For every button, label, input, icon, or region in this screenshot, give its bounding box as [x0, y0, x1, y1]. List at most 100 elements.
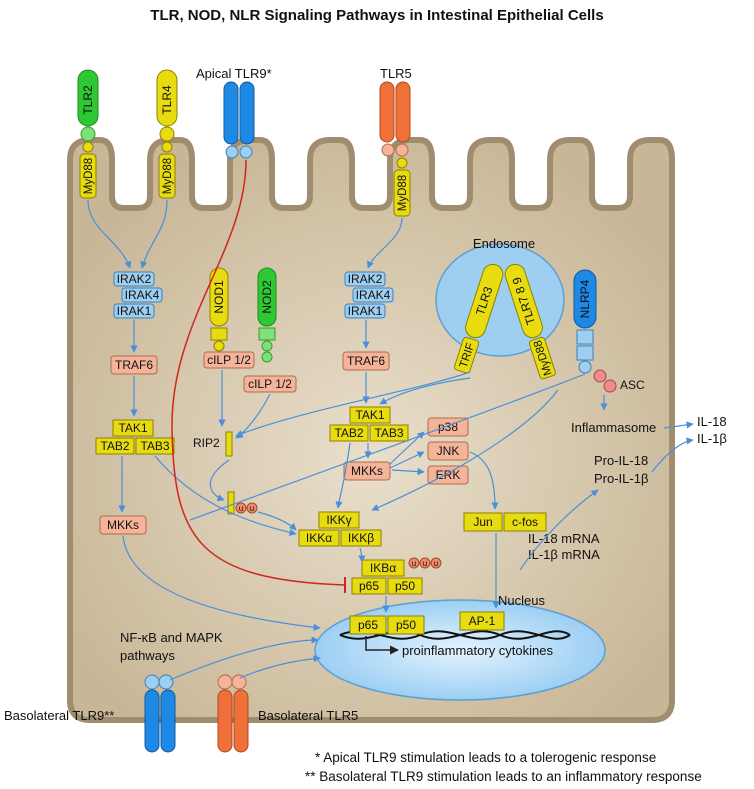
basolateral-tlr9-receptor: Basolateral TLR9** — [4, 674, 176, 753]
il18-mrna-label: IL-18 mRNA — [528, 531, 600, 546]
svg-text:NOD1: NOD1 — [212, 280, 226, 314]
tlr4-myd88: MyD88 — [162, 158, 174, 194]
svg-text:TAK1: TAK1 — [118, 421, 147, 435]
apical-tlr9-receptor: Apical TLR9* — [196, 66, 272, 159]
nod2-receptor: NOD2 — [257, 267, 277, 363]
svg-text:IKBα: IKBα — [370, 561, 396, 575]
right-tak1-complex: TAK1 TAB2 TAB3 — [329, 406, 409, 442]
svg-text:u: u — [239, 504, 243, 513]
svg-text:cILP 1/2: cILP 1/2 — [248, 377, 292, 391]
svg-text:IRAK4: IRAK4 — [356, 288, 391, 302]
basolateral-tlr5-receptor: Basolateral TLR5 — [217, 674, 358, 753]
rip2-ubiquitin: u u — [235, 502, 258, 514]
tlr2-myd88: MyD88 — [83, 158, 95, 194]
transcription-arrow — [365, 636, 399, 655]
svg-text:IRAK1: IRAK1 — [117, 304, 152, 318]
svg-text:ERK: ERK — [436, 468, 461, 482]
ikk-complex: IKKγ IKKα IKKβ — [298, 511, 382, 547]
cytokines-label: proinflammatory cytokines — [402, 643, 553, 658]
svg-text:p38: p38 — [438, 420, 458, 434]
svg-text:TLR2: TLR2 — [81, 85, 95, 115]
nucleus-label: Nucleus — [498, 593, 545, 608]
rip2-ub-bar — [227, 491, 235, 515]
svg-text:TAB2: TAB2 — [334, 426, 363, 440]
ikba-complex: IKBα u u u p65 p50 — [351, 557, 442, 595]
tlr2-receptor: TLR2 MyD88 — [77, 69, 99, 199]
right-irak-stack: IRAK2 IRAK4 IRAK1 — [344, 271, 394, 319]
svg-text:MKKs: MKKs — [351, 464, 383, 478]
tlr4-receptor: TLR4 MyD88 — [156, 69, 178, 199]
tlr3-receptor: TLR3 TRIF — [453, 263, 504, 374]
svg-text:ASC: ASC — [620, 378, 645, 392]
svg-text:u: u — [434, 559, 438, 568]
svg-text:u: u — [250, 504, 254, 513]
svg-text:p50: p50 — [395, 579, 415, 593]
svg-text:Jun: Jun — [473, 515, 492, 529]
svg-text:IKKα: IKKα — [306, 531, 332, 545]
pro-il18-label: Pro-IL-18 — [594, 453, 648, 468]
svg-text:TAB2: TAB2 — [100, 439, 129, 453]
svg-text:MKKs: MKKs — [107, 518, 139, 532]
footnote-1: * Apical TLR9 stimulation leads to a tol… — [315, 750, 656, 765]
svg-text:IRAK2: IRAK2 — [117, 272, 152, 286]
jun-cfos: Jun c-fos — [463, 512, 547, 532]
svg-text:p65: p65 — [359, 579, 379, 593]
left-mkks — [99, 515, 147, 535]
nod1-receptor: NOD1 — [209, 267, 229, 352]
svg-text:c-fos: c-fos — [512, 515, 538, 529]
svg-text:IKKβ: IKKβ — [348, 531, 374, 545]
pathways-label-2: pathways — [120, 648, 175, 663]
svg-text:TRAF6: TRAF6 — [347, 354, 385, 368]
left-irak-stack: IRAK2 IRAK4 IRAK1 — [113, 271, 163, 319]
svg-text:IRAK4: IRAK4 — [125, 288, 160, 302]
svg-text:NLRP4: NLRP4 — [578, 279, 592, 318]
svg-text:p50: p50 — [396, 618, 416, 632]
tlr5-label: TLR5 — [380, 66, 412, 81]
svg-text:TAB3: TAB3 — [374, 426, 403, 440]
svg-text:IRAK2: IRAK2 — [348, 272, 383, 286]
asc: ASC — [593, 369, 645, 393]
svg-text:u: u — [423, 559, 427, 568]
nuclear-ap1 — [459, 611, 505, 631]
il18-label: IL-18 — [697, 414, 727, 429]
tlr5-myd88: MyD88 — [397, 175, 409, 211]
erk — [427, 465, 469, 485]
pathways-label-1: NF-κB and MAPK — [120, 630, 223, 645]
svg-text:p65: p65 — [358, 618, 378, 632]
basolateral-tlr5-label: Basolateral TLR5 — [258, 708, 358, 723]
svg-text:IRAK1: IRAK1 — [348, 304, 383, 318]
inflammasome-label: Inflammasome — [571, 420, 656, 435]
svg-text:JNK: JNK — [437, 444, 460, 458]
il1b-mrna-label: IL-1β mRNA — [528, 547, 600, 562]
svg-text:TAK1: TAK1 — [355, 408, 384, 422]
jnk — [427, 441, 469, 461]
svg-text:TLR4: TLR4 — [160, 85, 174, 115]
apical-tlr9-inhibition — [171, 159, 346, 593]
diagram-title: TLR, NOD, NLR Signaling Pathways in Inte… — [150, 7, 603, 24]
svg-text:AP-1: AP-1 — [469, 614, 496, 628]
footnote-2: ** Basolateral TLR9 stimulation leads to… — [305, 769, 702, 784]
dna-strand-2 — [339, 630, 571, 640]
endosome-label: Endosome — [473, 236, 535, 251]
nuclear-nfkb: p65 p50 — [349, 615, 425, 635]
svg-text:NOD2: NOD2 — [260, 280, 274, 314]
svg-text:u: u — [412, 559, 416, 568]
pathway-arrows — [87, 199, 694, 681]
tlr5-receptor: MyD88 TLR5 — [379, 66, 412, 217]
svg-text:TAB3: TAB3 — [140, 439, 169, 453]
pro-il1b-label: Pro-IL-1β — [594, 471, 648, 486]
nod2-cilp — [243, 375, 297, 393]
left-tak1-complex: TAK1 TAB2 TAB3 — [95, 419, 175, 455]
svg-text:TRAF6: TRAF6 — [115, 358, 153, 372]
right-mkks — [343, 461, 391, 481]
basolateral-tlr9-label: Basolateral TLR9** — [4, 708, 114, 723]
nod1-cilp — [203, 351, 255, 369]
apical-tlr9-label: Apical TLR9* — [196, 66, 272, 81]
il1b-label: IL-1β — [697, 431, 727, 446]
right-traf6 — [342, 351, 390, 371]
rip2-bar — [225, 431, 233, 457]
rip2-label: RIP2 — [193, 436, 220, 450]
svg-text:IKKγ: IKKγ — [326, 513, 351, 527]
svg-text:cILP 1/2: cILP 1/2 — [207, 353, 251, 367]
